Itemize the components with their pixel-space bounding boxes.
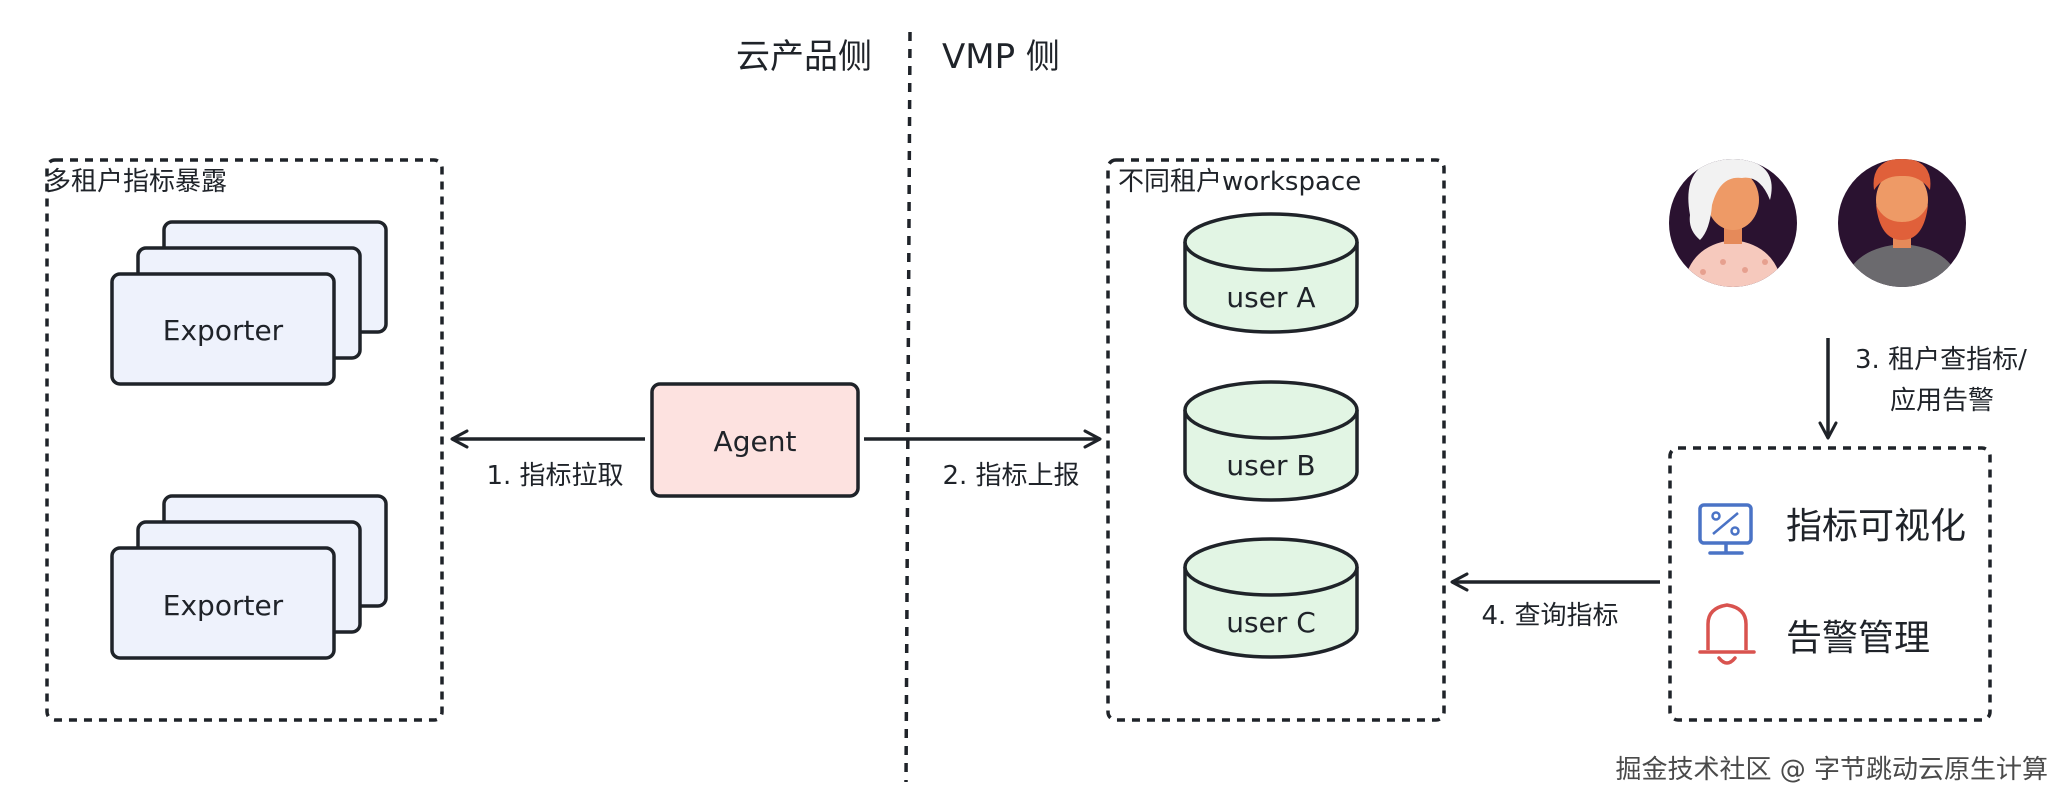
woman-avatar-icon [1669,159,1797,287]
side-divider [904,31,912,783]
man-avatar-icon [1838,159,1966,287]
header-right-label: VMP 侧 [942,37,1060,77]
user-c-label: user C [1226,606,1316,639]
user-a-label: user A [1226,281,1315,314]
services-group-frame [1668,446,1992,722]
exporter-stack-1: Exporter [110,220,388,386]
exporter-label: Exporter [163,589,284,622]
workspace-group-title: 不同租户workspace [1118,167,1361,197]
left-group-title: 多租户指标暴露 [45,167,227,197]
bell-icon [1698,603,1756,665]
dashboard-chart-icon [1698,503,1753,555]
query-label: 4. 查询指标 [1481,601,1618,631]
agent-label: Agent [714,425,797,458]
pull-label: 1. 指标拉取 [486,461,623,491]
visualization-label: 指标可视化 [1786,506,1966,547]
watermark: 掘金技术社区 @ 字节跳动云原生计算 [1615,755,2048,785]
exporter-stack-2: Exporter [110,494,388,660]
workspace-group-frame [1106,158,1446,722]
alerting-label: 告警管理 [1786,618,1930,659]
report-label: 2. 指标上报 [942,461,1079,491]
exporter-box [110,546,336,660]
tenant-query-label-line2: 应用告警 [1890,386,1994,416]
exporter-box [110,272,336,386]
left-group-frame [45,158,444,722]
tenant-query-label-line1: 3. 租户查指标/ [1855,345,2027,375]
agent-box [650,382,860,498]
header-left-label: 云产品侧 [736,37,872,77]
user-b-label: user B [1226,449,1315,482]
user-a-cylinder: user A [1183,212,1359,334]
user-b-cylinder: user B [1183,380,1359,502]
user-c-cylinder: user C [1183,537,1359,659]
exporter-label: Exporter [163,314,284,347]
